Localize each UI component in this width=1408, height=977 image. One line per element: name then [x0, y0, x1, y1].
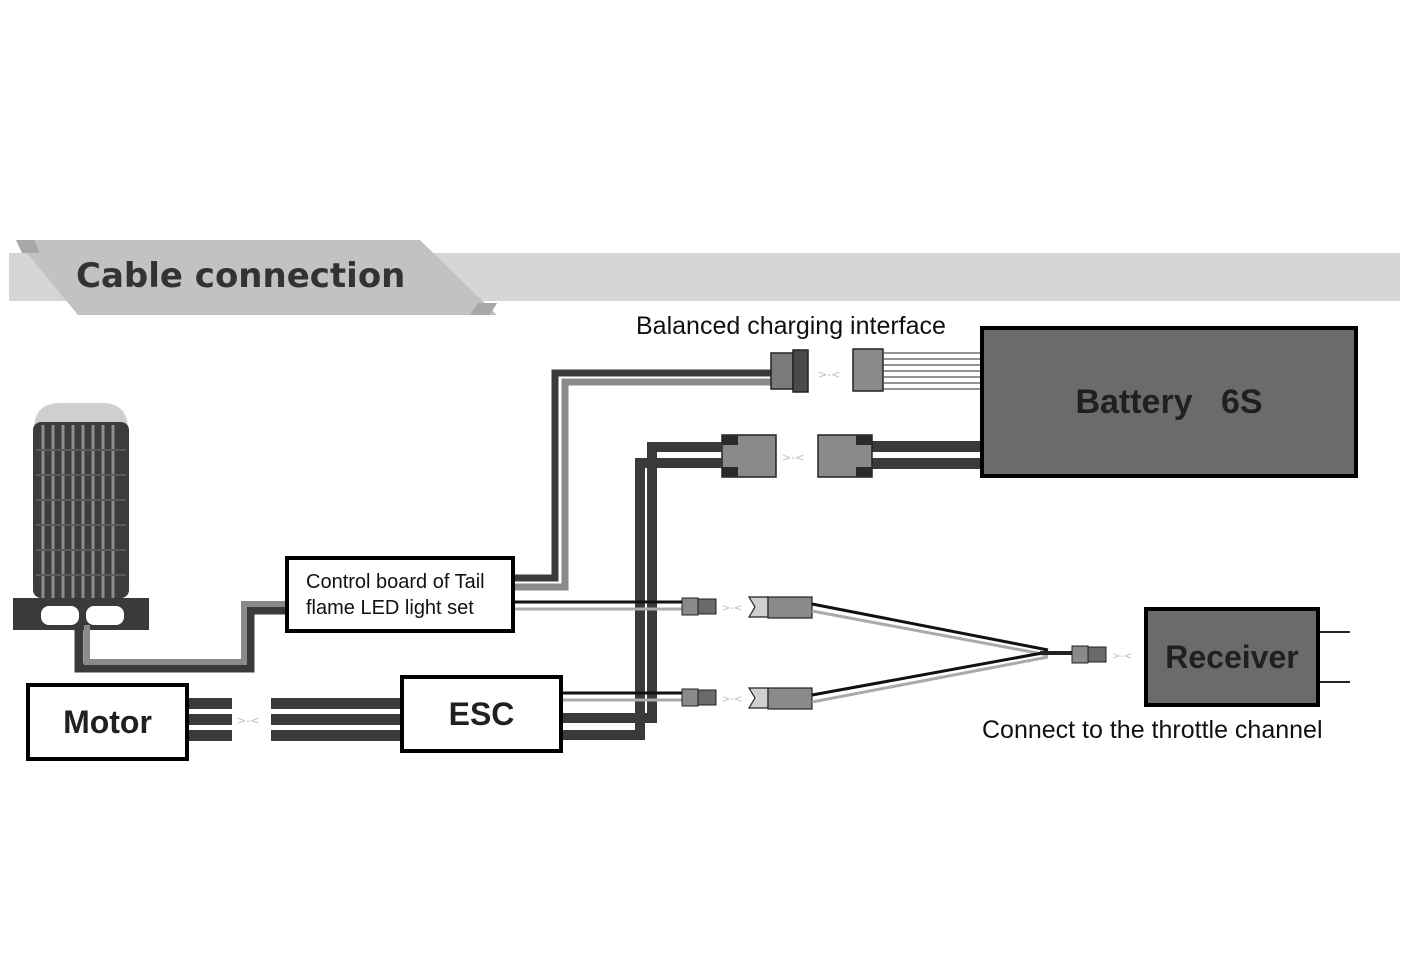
board-signal-cable: >-< [512, 596, 813, 619]
balance-interface-label: Balanced charging interface [636, 312, 946, 340]
battery-to-esc-cable [562, 442, 722, 740]
throttle-channel-label: Connect to the throttle channel [982, 716, 1323, 744]
svg-text:>-<: >-< [722, 603, 742, 614]
page-title: Cable connection [76, 256, 406, 296]
svg-text:>-<: >-< [722, 694, 742, 705]
control-board-box: Control board of Tail flame LED light se… [285, 556, 515, 633]
svg-text:>-<: >-< [237, 714, 259, 727]
esc-label: ESC [448, 695, 515, 732]
motor-label: Motor [63, 703, 152, 740]
battery-main-leads: >-< [721, 434, 980, 478]
header-banner [9, 240, 1400, 315]
receiver-label: Receiver [1165, 638, 1299, 675]
balance-connector: >-< [770, 348, 980, 393]
motor-box: Motor [26, 683, 189, 761]
svg-text:>-<: >-< [782, 451, 804, 464]
battery-label: Battery 6S [1075, 382, 1263, 421]
battery-box: Battery 6S [980, 326, 1358, 478]
esc-signal-cable: >-< [562, 687, 813, 710]
motor-phase-wires: >-< [188, 698, 401, 741]
led-light-icon [13, 403, 149, 630]
board-to-balance-cable [512, 369, 772, 591]
receiver-antenna [1320, 631, 1350, 683]
receiver-box: Receiver [1144, 607, 1320, 707]
y-splitter-cable: >-< [811, 602, 1132, 704]
led-to-board-cable [74, 601, 290, 673]
svg-text:>-<: >-< [818, 368, 840, 381]
esc-box: ESC [400, 675, 563, 753]
svg-text:>-<: >-< [1112, 651, 1132, 662]
